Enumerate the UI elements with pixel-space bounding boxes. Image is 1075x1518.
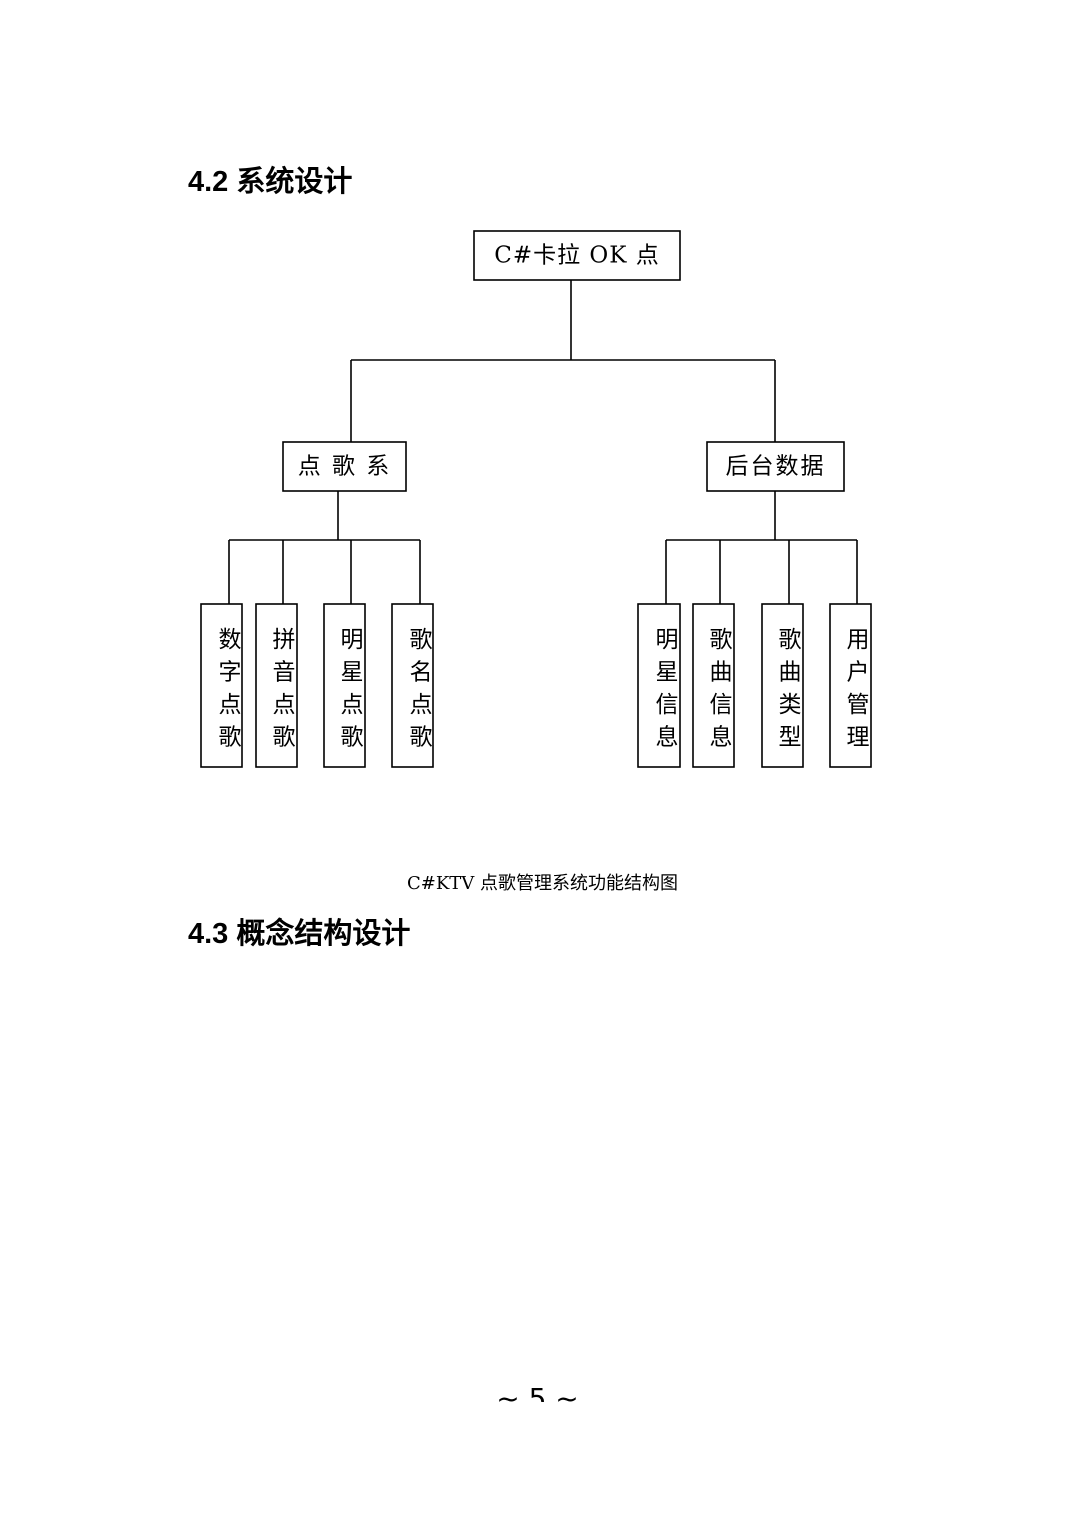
child-node-char-1-3-1: 户 (847, 660, 870, 686)
child-node-char-1-2-2: 类 (779, 692, 802, 718)
child-node-char-1-0-3: 息 (656, 725, 679, 751)
function-structure-diagram: C#卡拉 OK 点点 歌 系数字点歌拼音点歌明星点歌歌名点歌后台数据明星信息歌曲… (200, 230, 872, 768)
section-heading-system-design: 4.2 系统设计 (188, 166, 353, 198)
page-number: ~ 5 ~ (496, 1382, 579, 1402)
child-node-char-1-1-2: 信 (710, 692, 733, 718)
child-node-char-0-1-1: 音 (273, 660, 296, 686)
child-node-char-0-3-2: 点 (410, 692, 433, 718)
child-node-char-0-1-0: 拼 (273, 627, 296, 653)
child-node-char-1-0-1: 星 (656, 660, 679, 686)
diagram-nodes: C#卡拉 OK 点点 歌 系数字点歌拼音点歌明星点歌歌名点歌后台数据明星信息歌曲… (200, 230, 872, 768)
branch-node-label-0: 点 歌 系 (298, 454, 392, 480)
child-node-char-0-0-0: 数 (219, 627, 242, 653)
child-node-char-0-1-2: 点 (273, 692, 296, 718)
child-node-char-1-3-0: 用 (847, 627, 870, 653)
child-node-char-1-0-0: 明 (656, 627, 679, 653)
child-node-char-0-2-3: 歌 (341, 725, 364, 751)
child-node-char-1-3-2: 管 (847, 692, 870, 718)
child-node-char-0-1-3: 歌 (273, 725, 296, 751)
child-node-char-1-0-2: 信 (656, 692, 679, 718)
child-node-char-1-2-0: 歌 (779, 627, 802, 653)
child-node-char-1-1-1: 曲 (710, 660, 733, 686)
child-node-char-0-0-3: 歌 (219, 725, 242, 751)
child-node-char-1-2-1: 曲 (779, 660, 802, 686)
branch-node-1-box (706, 441, 845, 492)
root-node: C#卡拉 OK 点 (473, 230, 681, 281)
child-node-char-0-2-0: 明 (341, 627, 364, 653)
child-node-char-0-3-3: 歌 (410, 725, 433, 751)
section-heading-conceptual-design: 4.3 概念结构设计 (188, 918, 411, 950)
root-node-box (473, 230, 681, 281)
child-node-0-0-box (200, 603, 243, 768)
child-node-1-0-box (637, 603, 681, 768)
child-node-1-2-box (761, 603, 804, 768)
child-node-0-3-box (391, 603, 434, 768)
child-node-char-1-1-0: 歌 (710, 627, 733, 653)
branch-node-0: 点 歌 系 (282, 441, 407, 492)
child-node-char-0-0-2: 点 (219, 692, 242, 718)
child-node-0-1-box (255, 603, 298, 768)
child-node-1-3-box (829, 603, 872, 768)
child-node-1-1-box (692, 603, 735, 768)
child-node-char-0-0-1: 字 (219, 660, 242, 686)
child-node-char-0-3-1: 名 (410, 660, 433, 686)
root-node-label: C#卡拉 OK 点 (494, 243, 660, 269)
child-node-char-0-2-1: 星 (341, 660, 364, 686)
child-node-char-0-3-0: 歌 (410, 627, 433, 653)
branch-node-1: 后台数据 (706, 441, 845, 492)
child-node-char-1-1-3: 息 (710, 725, 733, 751)
child-node-char-1-2-3: 型 (779, 725, 802, 751)
diagram-connectors (228, 280, 858, 604)
branch-node-0-box (282, 441, 407, 492)
child-node-char-0-2-2: 点 (341, 692, 364, 718)
child-node-char-1-3-3: 理 (847, 725, 870, 751)
child-node-0-2-box (323, 603, 366, 768)
diagram-caption: C#KTV 点歌管理系统功能结构图 (406, 873, 679, 894)
branch-node-label-1: 后台数据 (726, 454, 826, 480)
